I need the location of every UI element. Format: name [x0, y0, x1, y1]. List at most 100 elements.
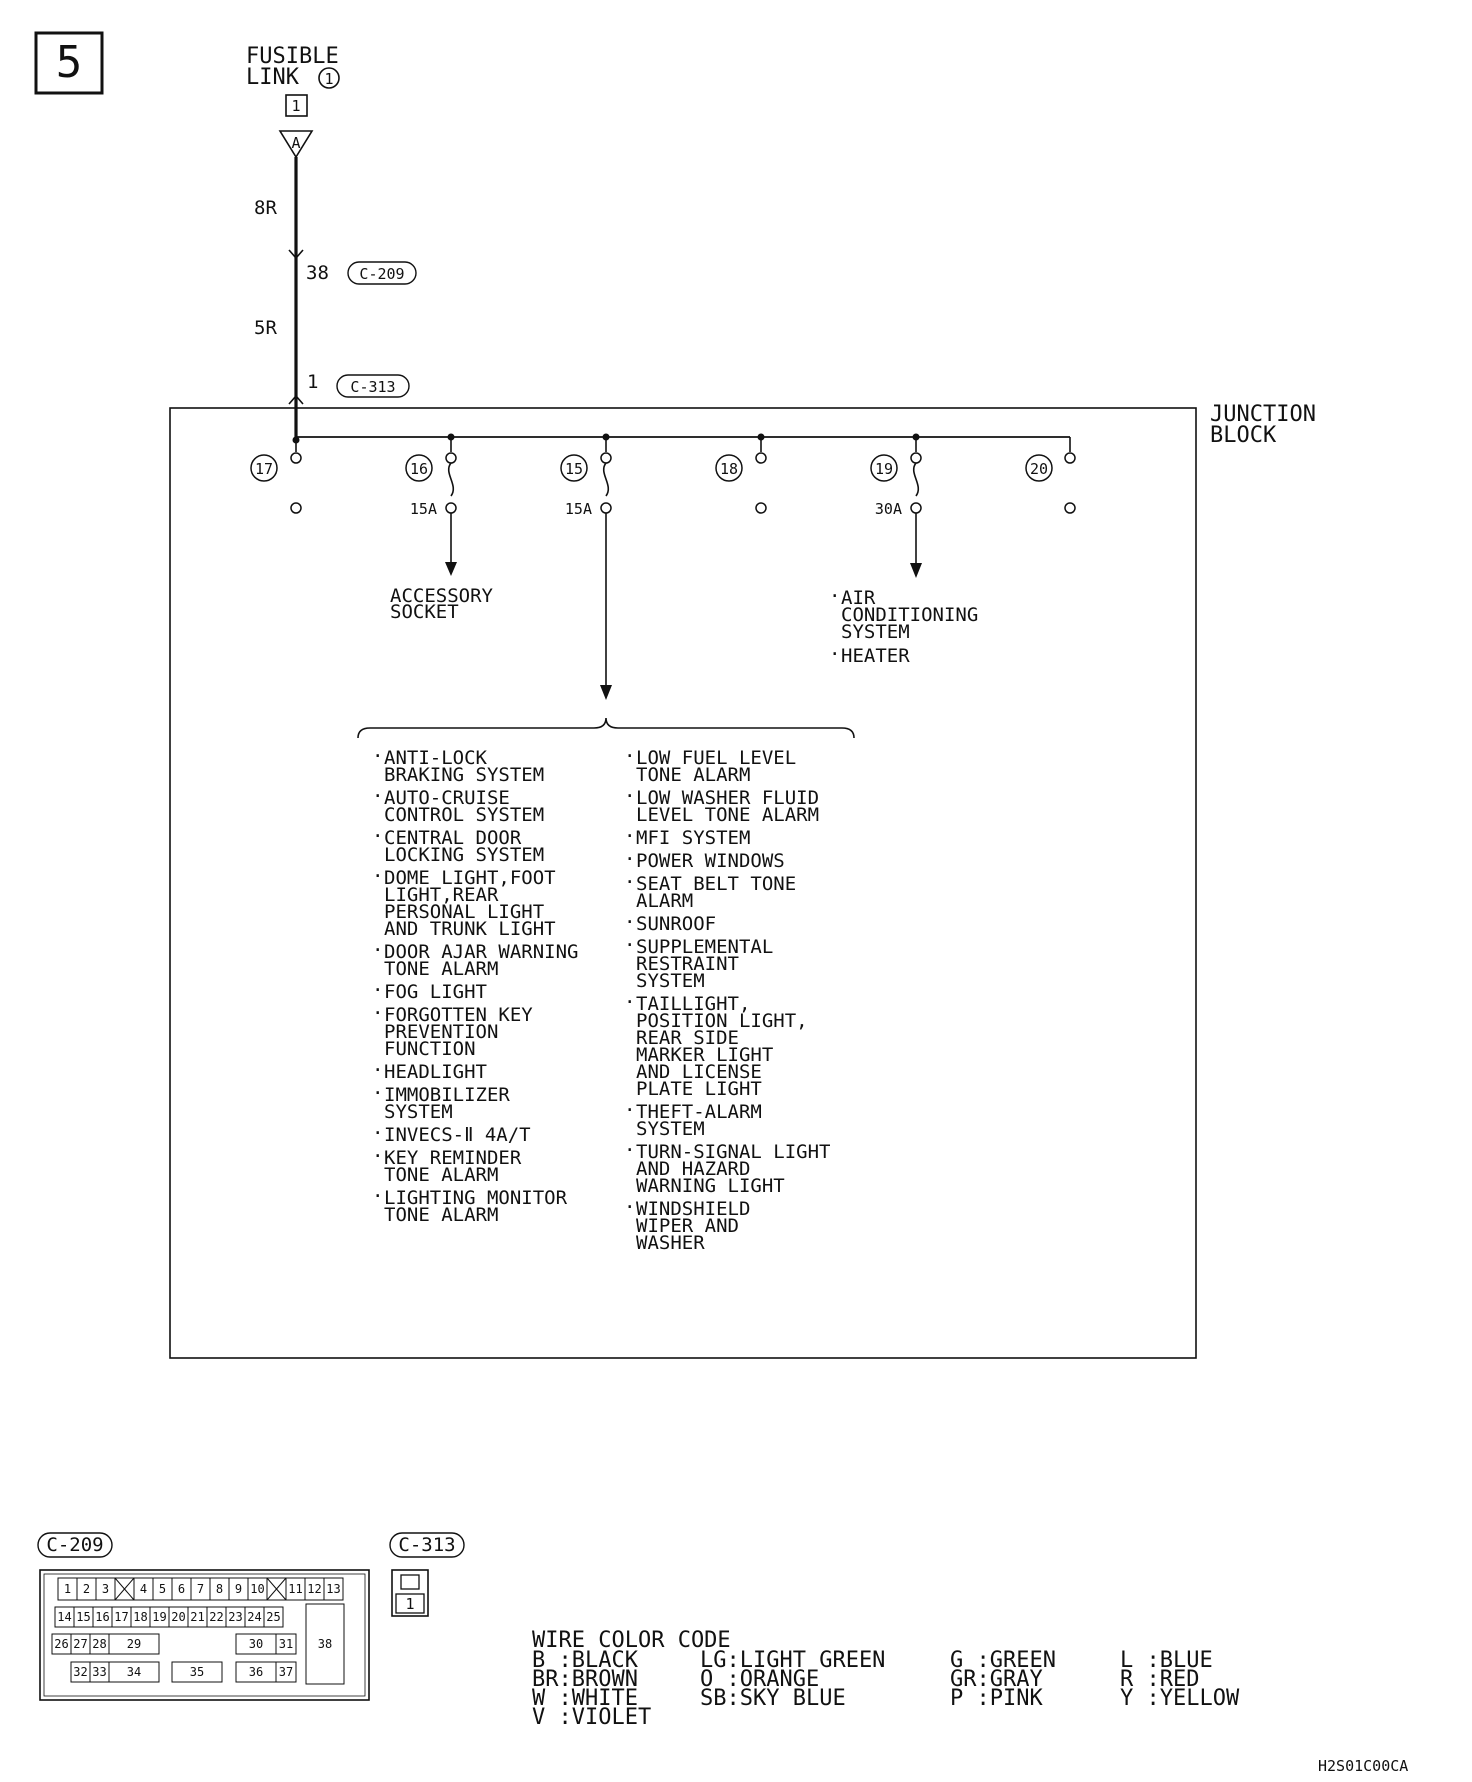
c209-pin-label: 1 [64, 1582, 71, 1596]
c209-pin-label: 24 [247, 1610, 261, 1624]
fusible-link-label-1: FUSIBLE [246, 44, 339, 69]
wire-color-code-entry: B :BLACK [532, 1648, 639, 1673]
left-load-bullet: · [372, 1122, 383, 1144]
wire-color-code-entry: P :PINK [950, 1686, 1043, 1711]
c313-tag-label: C-313 [350, 378, 395, 396]
load-list-brace [357, 717, 855, 739]
c209-pin-label: 31 [279, 1637, 293, 1651]
c209-pin-label: 22 [209, 1610, 223, 1624]
c209-pin-label: 17 [114, 1610, 128, 1624]
c209-pin-label: 4 [140, 1582, 147, 1596]
fusible-link-triangle-label: A [291, 134, 300, 152]
page-number-box [34, 31, 104, 95]
heater-line: HEATER [841, 645, 910, 667]
c209-pin-label: 7 [197, 1582, 204, 1596]
c209-pin [305, 1603, 345, 1685]
left-load-item-line: AND TRUNK LIGHT [384, 918, 556, 940]
left-load-item-line: LOCKING SYSTEM [384, 844, 544, 866]
right-load-item-line: LEVEL TONE ALARM [636, 804, 819, 826]
right-load-bullet: · [624, 934, 635, 956]
wire-color-code-entry: LG:LIGHT GREEN [700, 1648, 885, 1673]
right-load-item-line: MFI SYSTEM [636, 827, 750, 849]
fusible-link-box [285, 94, 308, 117]
c209-tag [347, 261, 417, 285]
fusible-link-number-circle [318, 67, 340, 89]
c209-pin-label: 11 [288, 1582, 302, 1596]
right-load-item-line: AND LICENSE [636, 1061, 762, 1083]
wire-color-code-entry: Y :YELLOW [1120, 1686, 1240, 1711]
c313-pin-number: 1 [307, 371, 318, 393]
c209-pin-label: 8 [216, 1582, 223, 1596]
left-load-item-line: TONE ALARM [384, 1204, 498, 1226]
ac-line-1: AIR [841, 587, 876, 609]
c209-pin [108, 1661, 160, 1683]
c209-pin-label: 30 [249, 1637, 263, 1651]
right-load-item-line: POSITION LIGHT, [636, 1010, 808, 1032]
right-load-item-line: TURN-SIGNAL LIGHT [636, 1141, 830, 1163]
c209-pin-label: 16 [95, 1610, 109, 1624]
c209-pin [108, 1633, 160, 1655]
right-load-bullet: · [624, 848, 635, 870]
right-load-item-line: RESTRAINT [636, 953, 739, 975]
wire-color-code-entry: R :RED [1120, 1667, 1199, 1692]
c209-pin-number: 38 [306, 262, 329, 284]
left-load-item-line: FUNCTION [384, 1038, 476, 1060]
c209-pin-label: 14 [57, 1610, 71, 1624]
c313-connector-face: 1 [391, 1569, 429, 1617]
right-load-bullet: · [624, 1099, 635, 1121]
wire-color-code-entry: BR:BROWN [532, 1667, 638, 1692]
c209-pin [171, 1661, 223, 1683]
c313-connector-mark [288, 394, 304, 405]
fusible-link-triangle [278, 130, 314, 159]
right-load-item-line: REAR SIDE [636, 1027, 739, 1049]
fuse-17-number: 17 [255, 460, 273, 478]
c313-bottom-tag-label: C-313 [398, 1534, 455, 1556]
c209-pin-label: 27 [73, 1637, 87, 1651]
wire-color-code-entry: SB:SKY BLUE [700, 1686, 846, 1711]
left-load-bullet: · [372, 1145, 383, 1167]
fuse-18-number: 18 [720, 460, 738, 478]
left-load-bullet: · [372, 939, 383, 961]
fuse-15-number: 15 [565, 460, 583, 478]
c209-pin-label: 20 [171, 1610, 185, 1624]
right-load-item-line: PLATE LIGHT [636, 1078, 762, 1100]
c209-pin-label: 13 [326, 1582, 340, 1596]
left-load-item-line: LIGHT,REAR [384, 884, 499, 906]
fuse-20: 20 [1025, 437, 1076, 514]
fuse-15-rating: 15A [565, 500, 592, 518]
right-load-bullet: · [624, 785, 635, 807]
right-load-item-line: SUPPLEMENTAL [636, 936, 773, 958]
right-load-item-line: MARKER LIGHT [636, 1044, 773, 1066]
c313-pin: 1 [405, 1595, 414, 1613]
junction-block-label-2: BLOCK [1210, 423, 1277, 448]
fuse-20-number: 20 [1030, 460, 1048, 478]
left-load-item-line: TONE ALARM [384, 1164, 498, 1186]
left-load-bullet: · [372, 1002, 383, 1024]
wire-color-code-entry: W :WHITE [532, 1686, 638, 1711]
right-load-item-line: POWER WINDOWS [636, 850, 785, 872]
left-load-bullet: · [372, 1059, 383, 1081]
right-load-item-line: ALARM [636, 890, 693, 912]
left-load-item-line: HEADLIGHT [384, 1061, 487, 1083]
right-load-bullet: · [624, 745, 635, 767]
c209-pin-label: 28 [92, 1637, 106, 1651]
left-load-bullet: · [372, 1082, 383, 1104]
c209-pin-label: 9 [235, 1582, 242, 1596]
left-load-item-line: FOG LIGHT [384, 981, 487, 1003]
left-load-item-line: LIGHTING MONITOR [384, 1187, 568, 1209]
c209-connector-mark [288, 249, 304, 260]
c209-pin-label: 23 [228, 1610, 242, 1624]
accessory-socket-line-2: SOCKET [390, 601, 459, 623]
right-load-item-line: AND HAZARD [636, 1158, 750, 1180]
junction-block-outline [169, 407, 1197, 1359]
right-load-item-line: LOW WASHER FLUID [636, 787, 819, 809]
c209-pin [323, 1577, 344, 1601]
wire-color-code-entry: O :ORANGE [700, 1667, 819, 1692]
c209-pin-label: 21 [190, 1610, 204, 1624]
fuse-18: 18 [715, 433, 767, 514]
left-load-item-line: FORGOTTEN KEY [384, 1004, 533, 1026]
wire-color-code-entry: L :BLUE [1120, 1648, 1213, 1673]
left-load-bullet: · [372, 979, 383, 1001]
